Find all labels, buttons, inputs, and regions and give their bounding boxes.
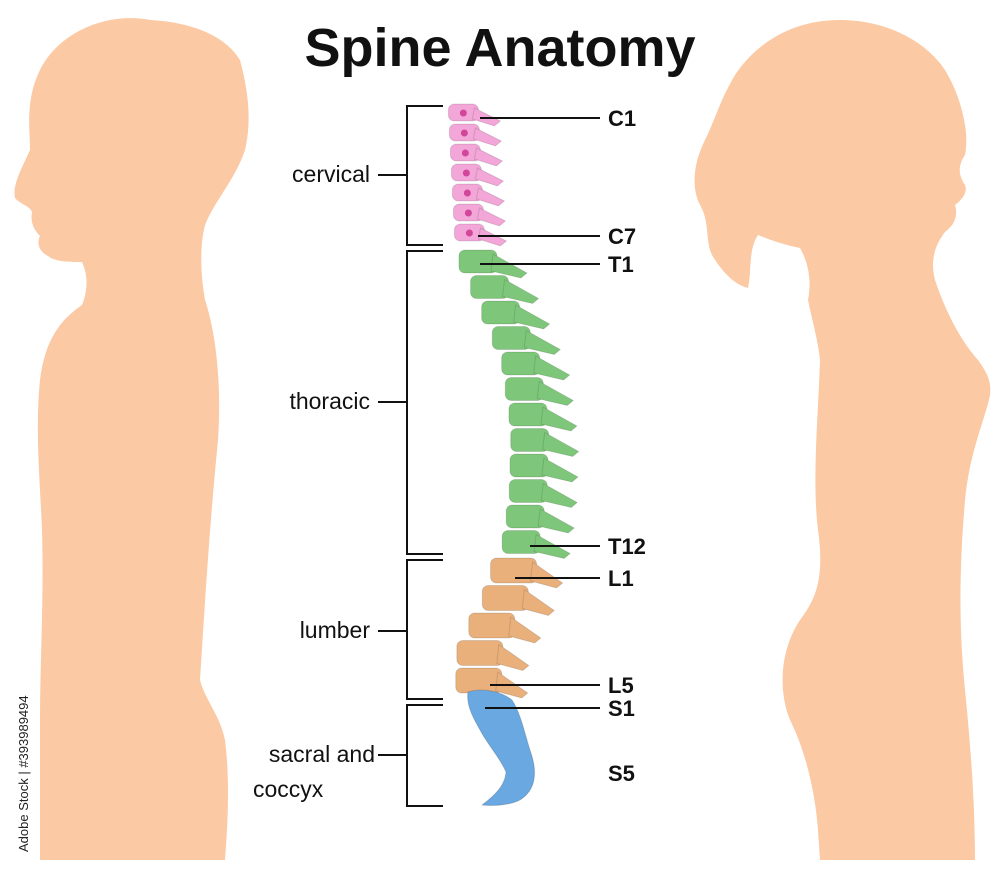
vertebra-leaders [478, 117, 600, 709]
cervical-foramen-3 [461, 149, 469, 157]
sacral-bracket [378, 704, 443, 807]
cervical-vertebra-4-process [474, 167, 505, 187]
thoracic-bracket [378, 250, 443, 555]
lumbar-vertebra-1 [490, 557, 538, 584]
thoracic-vertebra-10-process [540, 482, 579, 509]
thoracic-vertebra-8-process [542, 431, 580, 458]
cervical-foramen-7 [465, 229, 473, 237]
lumbar-vertebra-4 [456, 640, 504, 666]
thoracic-label: thoracic [289, 388, 370, 414]
lumbar-vertebra-4-process [496, 643, 530, 672]
c1-label: C1 [608, 106, 636, 131]
c7-label: C7 [608, 224, 636, 249]
thoracic-vertebra-1-process [490, 253, 528, 279]
cervical-foramen-1 [459, 109, 467, 117]
cervical-foramen-2 [460, 129, 468, 137]
thoracic-vertebra-9-process [541, 457, 579, 483]
cervical-vertebra-2-process [472, 127, 503, 147]
stock-watermark: Adobe Stock | #393989494 [16, 695, 31, 852]
s1-label: S1 [608, 696, 635, 721]
lumbar-vertebra-2 [481, 585, 529, 611]
cervical-foramen-5 [463, 189, 471, 197]
lumbar-bracket [378, 559, 443, 700]
thoracic-vertebra-3-process [513, 304, 551, 330]
thoracic-vertebra-11-process [537, 508, 576, 534]
cervical-bracket [378, 105, 443, 246]
cervical-vertebra-6-process [476, 207, 507, 227]
l5-label: L5 [608, 673, 634, 698]
s5-label: S5 [608, 761, 635, 786]
cervical-foramen-4 [462, 169, 470, 177]
t1-label: T1 [608, 252, 634, 277]
female-silhouette [694, 20, 991, 860]
lumbar-vertebra-5 [455, 667, 503, 694]
thoracic-vertebra-2-process [501, 278, 540, 305]
l1-label: L1 [608, 566, 634, 591]
lumbar-vertebra-3 [468, 612, 516, 639]
lumbar-vertebra-1-process [530, 561, 564, 589]
lumbar-vertebra-3-process [508, 616, 542, 644]
thoracic-vertebra-4-process [523, 329, 562, 356]
thoracic-vertebra-7-process [540, 406, 578, 432]
spine-illustration [447, 103, 580, 806]
sacrum-coccyx [467, 689, 536, 806]
lumbar-label: lumber [300, 617, 371, 643]
sacral-label-line1: sacral and [269, 741, 375, 767]
cervical-label: cervical [292, 161, 370, 187]
thoracic-vertebra-5-process [533, 355, 571, 381]
page-title: Spine Anatomy [304, 18, 695, 78]
thoracic-vertebra-6-process [536, 380, 575, 407]
male-silhouette [14, 18, 249, 860]
sacral-label-line2: coccyx [253, 776, 324, 802]
cervical-vertebra-3-process [473, 147, 504, 167]
t12-label: T12 [608, 534, 646, 559]
cervical-foramen-6 [464, 209, 472, 217]
lumbar-vertebra-2-process [521, 588, 556, 617]
cervical-vertebra-5-process [475, 187, 506, 207]
